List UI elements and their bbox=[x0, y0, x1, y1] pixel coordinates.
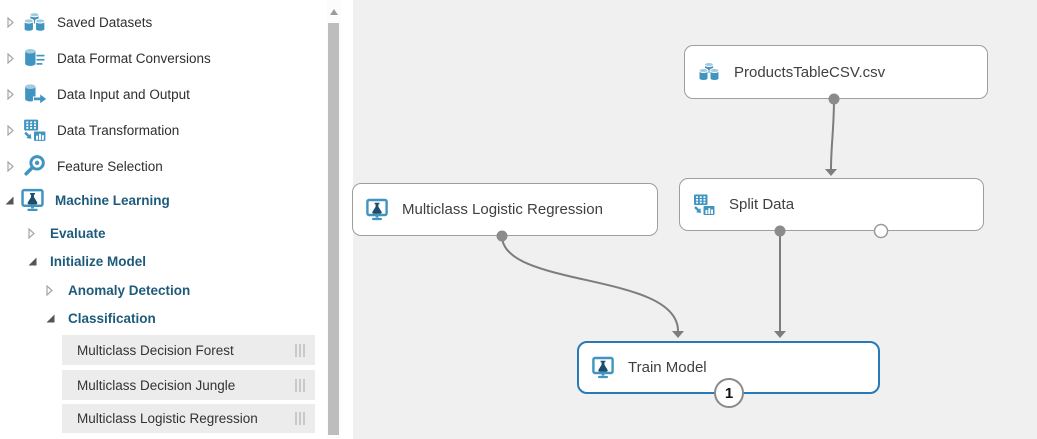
chevron-expanded-icon[interactable] bbox=[46, 314, 60, 323]
chevron-right-icon[interactable] bbox=[7, 89, 21, 100]
palette-module-label: Multiclass Logistic Regression bbox=[77, 411, 258, 426]
chevron-right-icon[interactable] bbox=[28, 228, 42, 239]
chevron-right-icon[interactable] bbox=[7, 161, 21, 172]
datasets-icon bbox=[696, 59, 722, 85]
node-productstablecsv[interactable]: ProductsTableCSV.csv bbox=[684, 45, 988, 99]
sidebar-item-initialize-model[interactable]: Initialize Model bbox=[28, 247, 146, 275]
sidebar-item-label: Feature Selection bbox=[57, 158, 163, 174]
sidebar-item-saved-datasets[interactable]: Saved Datasets bbox=[7, 8, 152, 36]
data-io-icon bbox=[21, 81, 48, 108]
chevron-right-icon[interactable] bbox=[7, 17, 21, 28]
sidebar-item-label: Initialize Model bbox=[50, 253, 147, 269]
sidebar-item-label: Anomaly Detection bbox=[68, 282, 191, 298]
chevron-right-icon[interactable] bbox=[46, 285, 60, 296]
chevron-expanded-icon[interactable] bbox=[5, 196, 19, 205]
node-label: ProductsTableCSV.csv bbox=[734, 63, 886, 81]
arrowhead-icon bbox=[672, 331, 684, 338]
chevron-expanded-icon[interactable] bbox=[28, 257, 42, 266]
output-port[interactable] bbox=[496, 230, 508, 242]
magnifier-icon bbox=[21, 153, 48, 180]
edge-csv-to-split bbox=[830, 98, 835, 170]
output-port[interactable] bbox=[828, 93, 840, 105]
experiment-canvas[interactable]: ProductsTableCSV.csv Split Data Multicla… bbox=[352, 0, 1037, 439]
node-label: Multiclass Logistic Regression bbox=[402, 201, 603, 218]
machine-learning-icon bbox=[364, 197, 390, 223]
drag-grip-icon[interactable] bbox=[295, 378, 305, 392]
sidebar-item-data-input-output[interactable]: Data Input and Output bbox=[7, 80, 190, 108]
node-label: Train Model bbox=[628, 359, 707, 376]
node-multiclass-logistic-regression[interactable]: Multiclass Logistic Regression bbox=[352, 183, 658, 236]
output-port[interactable] bbox=[774, 225, 786, 237]
palette-module-multiclass-decision-forest[interactable]: Multiclass Decision Forest bbox=[62, 335, 315, 365]
module-palette-sidebar: Saved Datasets Data Format Conversions D… bbox=[0, 0, 327, 439]
transformation-icon bbox=[21, 117, 48, 144]
drag-grip-icon[interactable] bbox=[295, 343, 305, 357]
scrollbar-thumb[interactable] bbox=[328, 23, 339, 435]
sidebar-item-label: Saved Datasets bbox=[57, 14, 153, 30]
transformation-icon bbox=[691, 192, 717, 218]
palette-module-multiclass-logistic-regression[interactable]: Multiclass Logistic Regression bbox=[62, 404, 315, 433]
sidebar-item-label: Evaluate bbox=[50, 225, 106, 241]
sidebar-scrollbar[interactable] bbox=[327, 0, 341, 439]
node-label: Split Data bbox=[729, 196, 795, 213]
edge-mlr-to-train bbox=[501, 235, 679, 332]
sidebar-item-data-format-conversions[interactable]: Data Format Conversions bbox=[7, 44, 211, 72]
chevron-right-icon[interactable] bbox=[7, 125, 21, 136]
sidebar-item-machine-learning[interactable]: Machine Learning bbox=[5, 186, 170, 214]
drag-grip-icon[interactable] bbox=[295, 412, 305, 425]
chevron-right-icon[interactable] bbox=[7, 53, 21, 64]
sidebar-item-classification[interactable]: Classification bbox=[46, 304, 156, 332]
sidebar-item-label: Classification bbox=[68, 310, 156, 326]
machine-learning-icon bbox=[19, 187, 46, 214]
format-conversion-icon bbox=[21, 45, 48, 72]
sidebar-item-feature-selection[interactable]: Feature Selection bbox=[7, 152, 163, 180]
node-split-data[interactable]: Split Data bbox=[679, 178, 984, 231]
arrowhead-icon bbox=[825, 169, 837, 176]
palette-module-label: Multiclass Decision Forest bbox=[77, 342, 234, 358]
datasets-icon bbox=[21, 9, 48, 36]
sidebar-item-label: Data Format Conversions bbox=[57, 50, 211, 66]
palette-module-label: Multiclass Decision Jungle bbox=[77, 377, 236, 393]
sidebar-item-label: Machine Learning bbox=[55, 192, 170, 208]
sidebar-item-evaluate[interactable]: Evaluate bbox=[28, 219, 106, 247]
sidebar-item-label: Data Input and Output bbox=[57, 86, 190, 102]
sidebar-item-anomaly-detection[interactable]: Anomaly Detection bbox=[46, 276, 190, 304]
machine-learning-icon bbox=[590, 355, 616, 381]
output-port-unconnected[interactable] bbox=[873, 223, 889, 239]
scroll-up-icon[interactable] bbox=[330, 9, 338, 15]
sidebar-item-data-transformation[interactable]: Data Transformation bbox=[7, 116, 179, 144]
palette-module-multiclass-decision-jungle[interactable]: Multiclass Decision Jungle bbox=[62, 370, 315, 400]
arrowhead-icon bbox=[774, 331, 786, 338]
sidebar-item-label: Data Transformation bbox=[57, 122, 180, 138]
output-port-badge[interactable]: 1 bbox=[714, 378, 744, 408]
